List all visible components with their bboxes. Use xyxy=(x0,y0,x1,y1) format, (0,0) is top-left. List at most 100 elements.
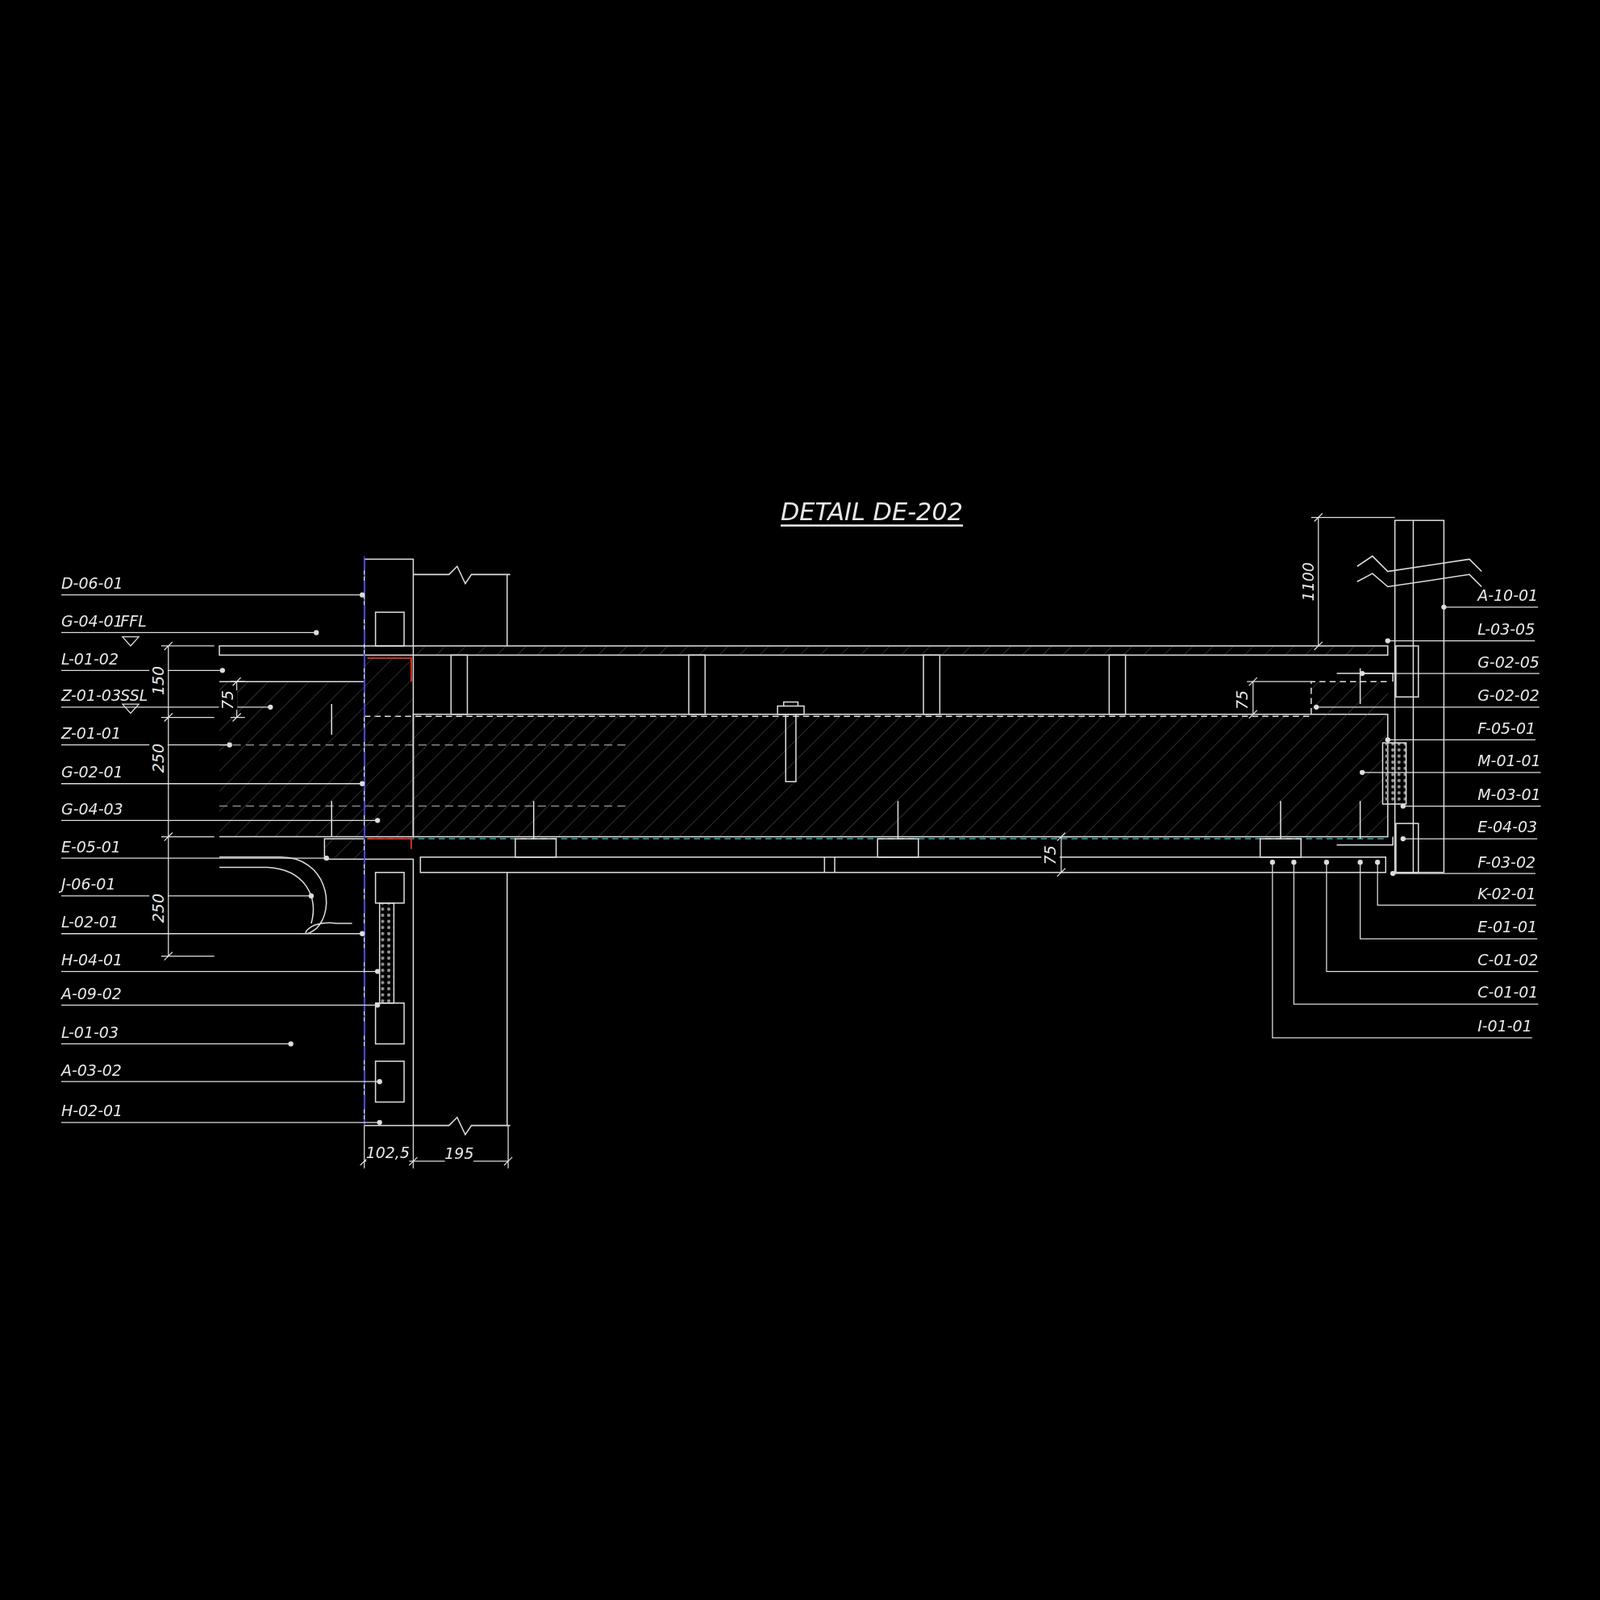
callout-code: L-01-03 xyxy=(61,1023,119,1042)
callout-code: C-01-01 xyxy=(1477,983,1538,1003)
leader-lines xyxy=(61,592,1542,1125)
drawing-part xyxy=(364,558,414,646)
drawing-part xyxy=(219,745,628,807)
drawing-part xyxy=(1382,742,1406,805)
leader-dot xyxy=(1270,860,1275,865)
leader-dot xyxy=(268,704,273,709)
leader-line xyxy=(61,670,223,671)
leader-line xyxy=(1362,672,1540,674)
dimension-text: 102,5 xyxy=(366,1143,410,1163)
callout-code: L-03-05 xyxy=(1477,620,1535,639)
leader-dot xyxy=(377,1079,382,1084)
leader-dot xyxy=(375,969,380,974)
callout-code: E-04-03 xyxy=(1477,818,1538,838)
dimension-lines xyxy=(122,512,1396,1168)
leader-line xyxy=(61,1121,380,1123)
drawing-part xyxy=(219,857,352,934)
leader-line xyxy=(1443,606,1538,608)
dimension-text: 250 xyxy=(149,893,168,923)
drawing-part xyxy=(1337,673,1394,846)
leader-dot xyxy=(314,630,319,635)
detail-title: DETAIL DE-202 xyxy=(780,497,963,526)
leader-line xyxy=(1360,862,1538,939)
leader-line xyxy=(1362,771,1541,773)
leader-dot xyxy=(375,1003,380,1008)
callout-code: D-06-01 xyxy=(61,574,124,593)
drawing-part xyxy=(364,654,414,837)
dimension-text: 150 xyxy=(149,666,168,696)
leader-dot xyxy=(1360,770,1365,775)
leader-line xyxy=(1403,805,1542,807)
dimension-text: FFL xyxy=(120,612,146,631)
dimension-text: 195 xyxy=(444,1145,474,1164)
leader-line xyxy=(1392,872,1536,874)
leader-line xyxy=(61,783,363,784)
drawing-part xyxy=(219,645,365,655)
dimension-text: SSL xyxy=(120,687,148,706)
drawing-part xyxy=(1395,520,1445,873)
callout-code: H-02-01 xyxy=(61,1102,123,1121)
callout-code: G-02-01 xyxy=(61,762,124,782)
structure xyxy=(219,520,1482,1135)
leader-line xyxy=(61,820,378,821)
callout-code: K-02-01 xyxy=(1477,884,1537,904)
leader-dot xyxy=(1391,871,1396,876)
leader-dot xyxy=(288,1041,293,1046)
leader-dot xyxy=(1400,804,1405,809)
leader-dot xyxy=(1385,638,1390,643)
drawing-part xyxy=(412,566,510,1135)
leader-dot xyxy=(377,1120,382,1125)
drawing-part xyxy=(219,681,365,837)
drawing-part xyxy=(688,654,705,714)
leader-dot xyxy=(1314,704,1319,709)
callout-code: Z-01-03 xyxy=(61,687,121,706)
leader-dot xyxy=(1375,860,1380,865)
leader-line xyxy=(61,1081,380,1083)
leader-line xyxy=(1326,862,1539,971)
drawing-part xyxy=(324,838,364,859)
drawing-part xyxy=(1357,556,1482,588)
drawing-part xyxy=(1311,681,1388,714)
drawing-part xyxy=(1260,838,1302,858)
drawing-part xyxy=(877,838,919,858)
drawing-part xyxy=(824,857,835,873)
leader-dot xyxy=(1385,737,1390,742)
drawing-part xyxy=(219,836,365,838)
drawing-part xyxy=(450,654,467,714)
leader-dot xyxy=(1360,671,1365,676)
drawing-part xyxy=(1246,677,1312,719)
leader-line xyxy=(1316,706,1540,708)
leader-line xyxy=(1387,739,1536,741)
drawing-part xyxy=(364,858,414,1125)
leader-dot xyxy=(1358,860,1363,865)
callout-code: H-04-01 xyxy=(61,950,123,970)
grid-line xyxy=(363,556,366,1126)
drawing-part xyxy=(412,645,1388,655)
callout-code: A-03-02 xyxy=(61,1061,122,1080)
dimension-text: 75 xyxy=(219,690,238,710)
leader-line xyxy=(61,933,363,934)
leader-line xyxy=(61,632,317,634)
callout-code: L-02-01 xyxy=(61,912,119,932)
drawing-part xyxy=(375,872,405,904)
drawing-part xyxy=(1311,512,1396,650)
callout-code: C-01-02 xyxy=(1477,950,1538,970)
callout-code: J-06-01 xyxy=(61,875,117,895)
drawing-part xyxy=(331,668,1360,839)
leader-dot xyxy=(1291,860,1296,865)
callout-code: E-05-01 xyxy=(61,837,121,857)
drawing-part xyxy=(923,654,940,714)
callout-code: F-03-02 xyxy=(1477,853,1536,872)
drawing-part xyxy=(364,681,1388,717)
leader-dot xyxy=(360,781,365,786)
drawing-part xyxy=(375,1003,405,1045)
drawing-part xyxy=(379,903,395,1004)
leader-dot xyxy=(1324,860,1329,865)
leader-line xyxy=(61,594,363,596)
drawing-part xyxy=(412,714,1388,838)
leader-line xyxy=(61,706,271,708)
callout-code: G-04-01 xyxy=(61,612,124,631)
callout-code: I-01-01 xyxy=(1477,1017,1533,1037)
